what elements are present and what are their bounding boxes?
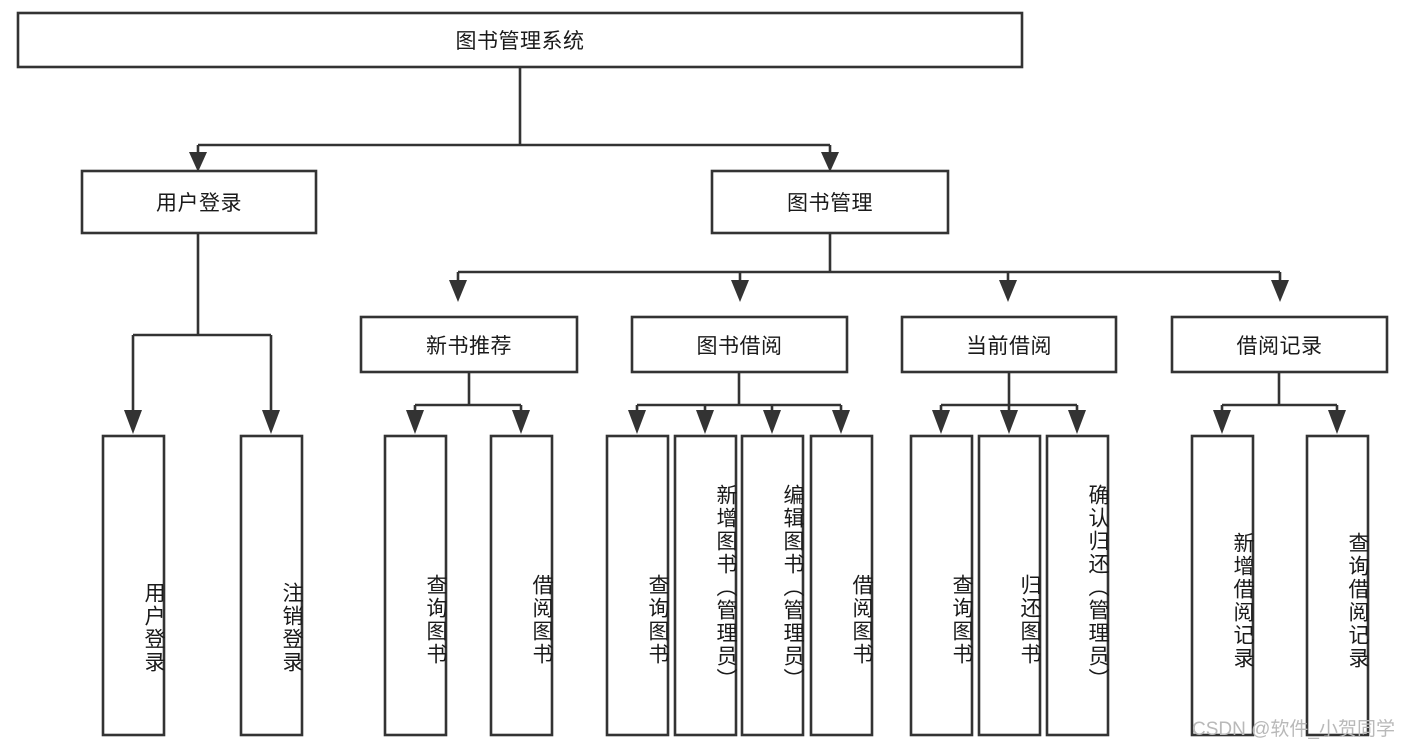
connector-borrowrecord-to-leaves [1213, 372, 1346, 434]
arrow-head-leaf-query-book-2 [628, 410, 646, 434]
arrow-head-leaf-add-book [696, 410, 714, 434]
connector-bookborrow-to-leaves [628, 372, 850, 434]
node-box-user-login[interactable] [80, 169, 318, 235]
arrow-head-leaf-add-record [1213, 410, 1231, 434]
node-box-leaf-query-book-2[interactable] [605, 434, 670, 737]
arrow-head-leaf-query-book-3 [932, 410, 950, 434]
node-box-leaf-user-login[interactable] [101, 434, 166, 737]
arrow-head-user-login [189, 152, 207, 172]
arrow-head-leaf-return-book [1000, 410, 1018, 434]
node-box-leaf-borrow-book-1[interactable] [489, 434, 554, 737]
arrow-head-leaf-borrow-book-2 [832, 410, 850, 434]
node-box-leaf-query-record[interactable] [1305, 434, 1370, 737]
arrow-head-leaf-user-login [124, 410, 142, 434]
connector-userlogin-to-leaves [124, 233, 280, 434]
node-box-leaf-confirm-return[interactable] [1045, 434, 1110, 737]
node-box-new-book-recommend[interactable] [359, 315, 579, 374]
node-box-borrow-record[interactable] [1170, 315, 1389, 374]
arrow-head-book-management [821, 152, 839, 172]
connector-currentborrow-to-leaves [932, 372, 1086, 434]
arrow-head-borrow-record [1271, 280, 1289, 302]
node-box-leaf-add-record[interactable] [1190, 434, 1255, 737]
connector-newbook-to-leaves [406, 372, 530, 434]
node-box-current-borrow[interactable] [900, 315, 1118, 374]
arrow-head-leaf-logout-login [262, 410, 280, 434]
arrow-head-leaf-query-record [1328, 410, 1346, 434]
node-box-book-borrow[interactable] [630, 315, 849, 374]
node-box-leaf-logout-login[interactable] [239, 434, 304, 737]
node-box-book-management[interactable] [710, 169, 950, 235]
node-box-leaf-edit-book[interactable] [740, 434, 805, 737]
arrow-head-leaf-query-book-1 [406, 410, 424, 434]
node-box-leaf-add-book[interactable] [673, 434, 738, 737]
connector-bookmgmt-to-level2 [449, 233, 1289, 302]
arrow-head-current-borrow [999, 280, 1017, 302]
arrow-head-new-book-recommend [449, 280, 467, 302]
arrow-head-leaf-confirm-return [1068, 410, 1086, 434]
node-box-leaf-return-book[interactable] [977, 434, 1042, 737]
node-box-leaf-borrow-book-2[interactable] [809, 434, 874, 737]
connector-root-to-level1 [189, 67, 839, 172]
node-box-leaf-query-book-1[interactable] [383, 434, 448, 737]
node-box-root[interactable] [16, 11, 1024, 69]
node-box-leaf-query-book-3[interactable] [909, 434, 974, 737]
arrow-head-book-borrow [731, 280, 749, 302]
arrow-head-leaf-edit-book [763, 410, 781, 434]
arrow-head-leaf-borrow-book-1 [512, 410, 530, 434]
